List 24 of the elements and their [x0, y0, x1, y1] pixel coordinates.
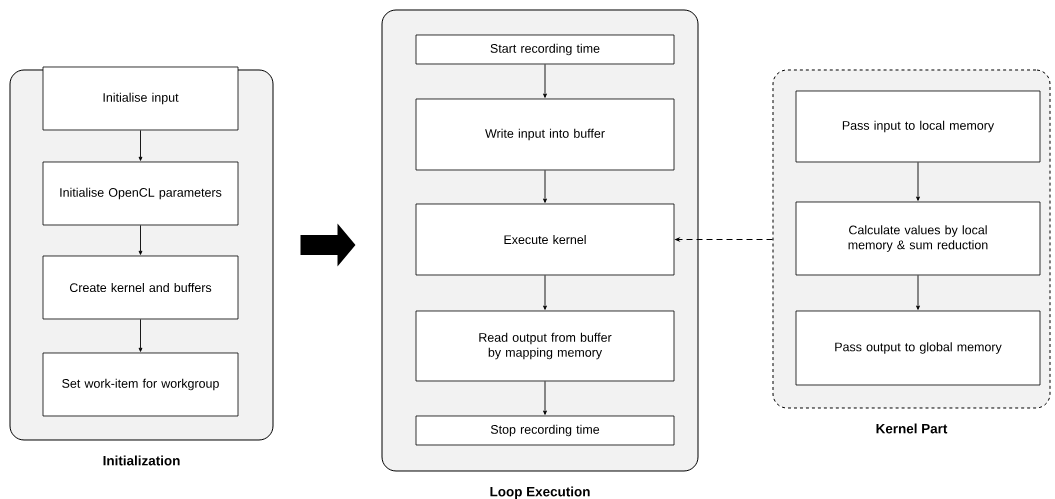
group-title: Loop Execution [490, 486, 590, 499]
group-title: Initialization [103, 455, 180, 466]
arrow [543, 380, 547, 415]
process-box: Create kernel and buffers [42, 255, 239, 320]
arrow [543, 274, 547, 310]
process-box: Initialise input [42, 66, 239, 131]
process-box: Execute kernel [415, 203, 675, 276]
arrow [543, 169, 547, 203]
arrow [916, 274, 920, 310]
arrow [138, 224, 143, 255]
process-box: Pass input to local memory [795, 90, 1041, 163]
process-box: Pass output to global memory [795, 310, 1041, 386]
process-box: Write input into buffer [415, 98, 675, 171]
arrow [138, 129, 143, 161]
process-box: Stop recording time [415, 415, 675, 446]
process-box: Read output from buffer by mapping memory [415, 310, 675, 382]
arrow [543, 63, 547, 98]
process-box: Initialise OpenCL parameters [42, 161, 239, 226]
group-title: Kernel Part [876, 423, 948, 434]
arrow [916, 161, 920, 201]
process-box: Calculate values by local memory & sum reduction [795, 201, 1041, 276]
arrow [138, 318, 143, 352]
process-box: Start recording time [415, 34, 675, 65]
process-box: Set work-item for workgroup [42, 352, 239, 417]
